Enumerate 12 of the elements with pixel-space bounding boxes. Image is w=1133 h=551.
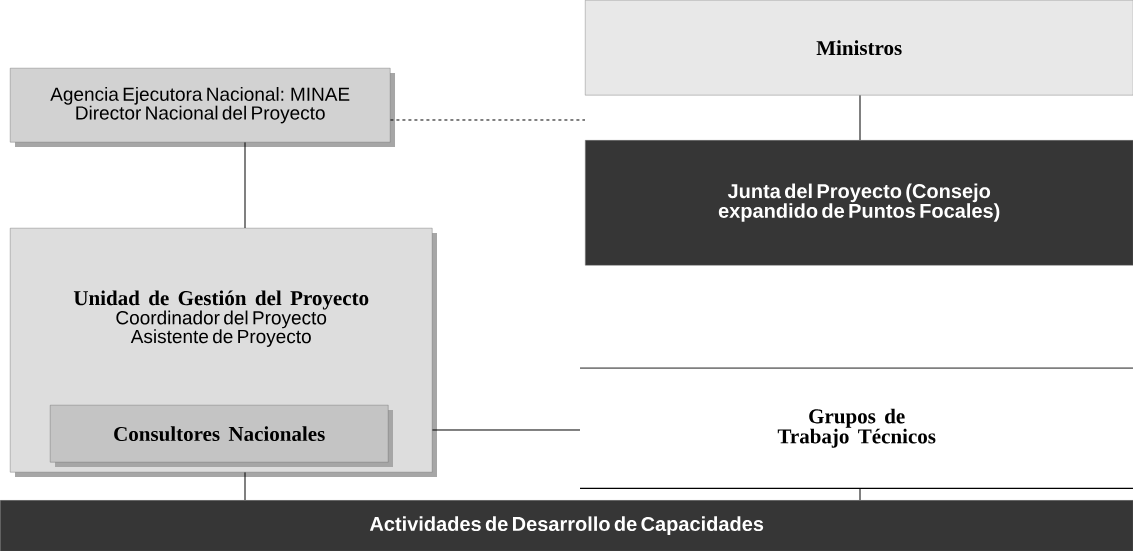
connector-line: [431, 429, 581, 431]
board-box: Junta del Proyecto (Consejo expandido de Puntos Focales): [585, 140, 1133, 266]
connector-line: [859, 94, 861, 141]
connector-line: [859, 487, 861, 501]
connector-line: [244, 471, 246, 501]
agency-box: Agencia Ejecutora Nacional: MINAE Director Nacional del Proyecto: [10, 68, 395, 147]
title-box: Ministros: [585, 0, 1133, 96]
connector-line: [244, 141, 246, 229]
connector-line: [389, 119, 586, 121]
activities-bar: Actividades de Desarrollo de Capacidades: [0, 500, 1133, 551]
group-band: Grupos de Trabajo Técnicos: [579, 367, 1133, 489]
consultants-box: Consultores Nacionales: [50, 405, 393, 467]
